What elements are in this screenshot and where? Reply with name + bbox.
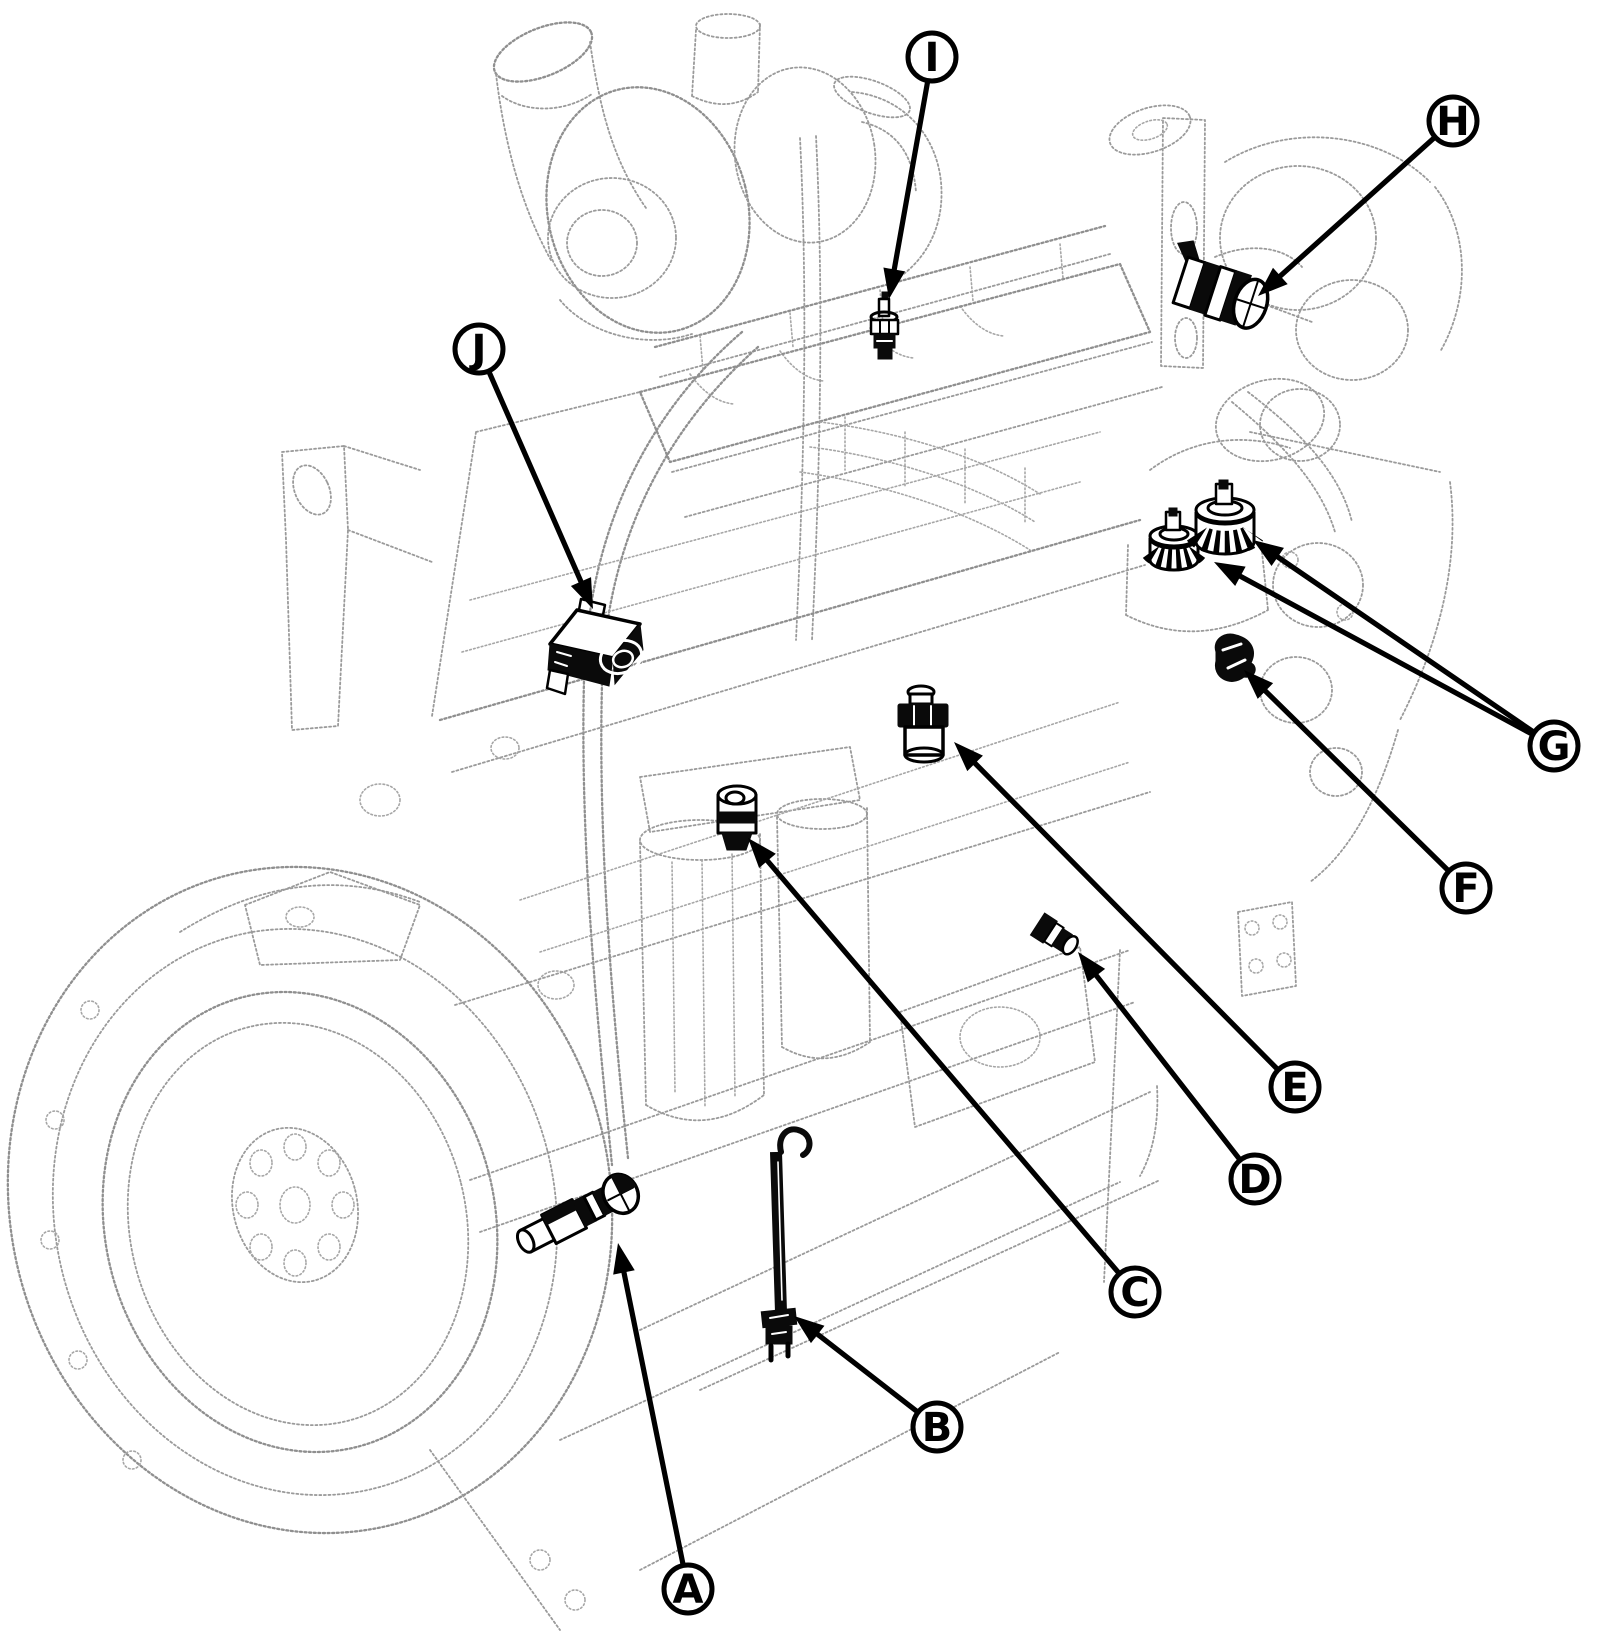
leader-arrowhead — [954, 742, 983, 772]
leader-line — [620, 1263, 686, 1567]
component-h-sensor — [1171, 240, 1270, 330]
callout-circle-A — [661, 1562, 715, 1616]
callout-circle-C — [1108, 1265, 1162, 1319]
component-e-sensor — [897, 684, 949, 764]
callout-letter-J: J — [469, 327, 487, 373]
leader-line — [890, 79, 931, 278]
callout-layer: A B C DE F G H I J — [452, 30, 1581, 1616]
callout-F: F — [1244, 670, 1493, 915]
callout-letter-F: F — [1452, 866, 1479, 912]
callout-circle-H — [1426, 94, 1480, 148]
callout-letter-I: I — [925, 35, 940, 81]
leader-arrowhead — [794, 1316, 825, 1344]
leader-line — [1232, 570, 1534, 737]
callout-E: E — [954, 742, 1322, 1114]
leader-arrowhead — [748, 838, 776, 868]
callout-circle-B — [910, 1400, 964, 1454]
callout-circle-I — [905, 30, 959, 84]
callout-letter-A: A — [673, 1567, 704, 1613]
component-a-sensor — [515, 1172, 641, 1254]
callout-circle-G — [1527, 719, 1581, 773]
leader-line — [1273, 135, 1437, 283]
leader-line — [968, 756, 1280, 1072]
component-d-fitting — [1029, 912, 1079, 956]
highlighted-components — [515, 240, 1270, 1363]
callout-C: C — [748, 838, 1162, 1319]
callout-A: A — [613, 1243, 715, 1616]
callout-circle-E — [1268, 1060, 1322, 1114]
component-f-sensor — [1214, 633, 1256, 682]
callout-letter-G: G — [1538, 724, 1571, 770]
leader-line — [1270, 550, 1536, 734]
callout-letter-H: H — [1436, 99, 1469, 145]
leader-arrowhead — [1258, 267, 1288, 296]
callout-B: B — [794, 1316, 964, 1454]
callout-D: D — [1078, 952, 1282, 1206]
leader-arrowhead — [1253, 540, 1284, 567]
callout-H: H — [1258, 94, 1480, 296]
leader-arrowhead — [570, 577, 593, 609]
leader-line — [486, 370, 586, 590]
leader-line — [1258, 684, 1451, 873]
leader-line — [1090, 968, 1242, 1162]
leader-arrowhead — [1214, 562, 1246, 586]
leader-line — [810, 1328, 920, 1414]
component-j-module — [545, 597, 644, 696]
callout-I: I — [883, 30, 959, 299]
callout-J: J — [452, 322, 593, 609]
callout-letter-C: C — [1120, 1270, 1149, 1316]
leader-arrowhead — [1078, 952, 1106, 983]
callout-G: G — [1214, 540, 1581, 773]
component-b-dipstick — [760, 1126, 813, 1363]
leader-arrowhead — [1244, 670, 1274, 699]
leader-arrowhead — [613, 1243, 635, 1275]
component-c-connector — [716, 784, 758, 851]
callout-letter-D: D — [1238, 1157, 1271, 1203]
callout-letter-E: E — [1281, 1065, 1308, 1111]
callout-circle-D — [1228, 1152, 1282, 1206]
callout-letter-B: B — [922, 1405, 953, 1451]
leader-arrowhead — [883, 267, 906, 299]
component-g-filter-caps — [1142, 479, 1264, 572]
component-i-sensor — [869, 291, 900, 360]
filter-cap-left — [1142, 507, 1206, 572]
callout-circle-F — [1439, 861, 1493, 915]
callout-circle-J — [452, 322, 506, 376]
engine-line-art — [6, 13, 1463, 1631]
leader-line — [760, 853, 1121, 1275]
filter-cap-right — [1186, 479, 1264, 556]
